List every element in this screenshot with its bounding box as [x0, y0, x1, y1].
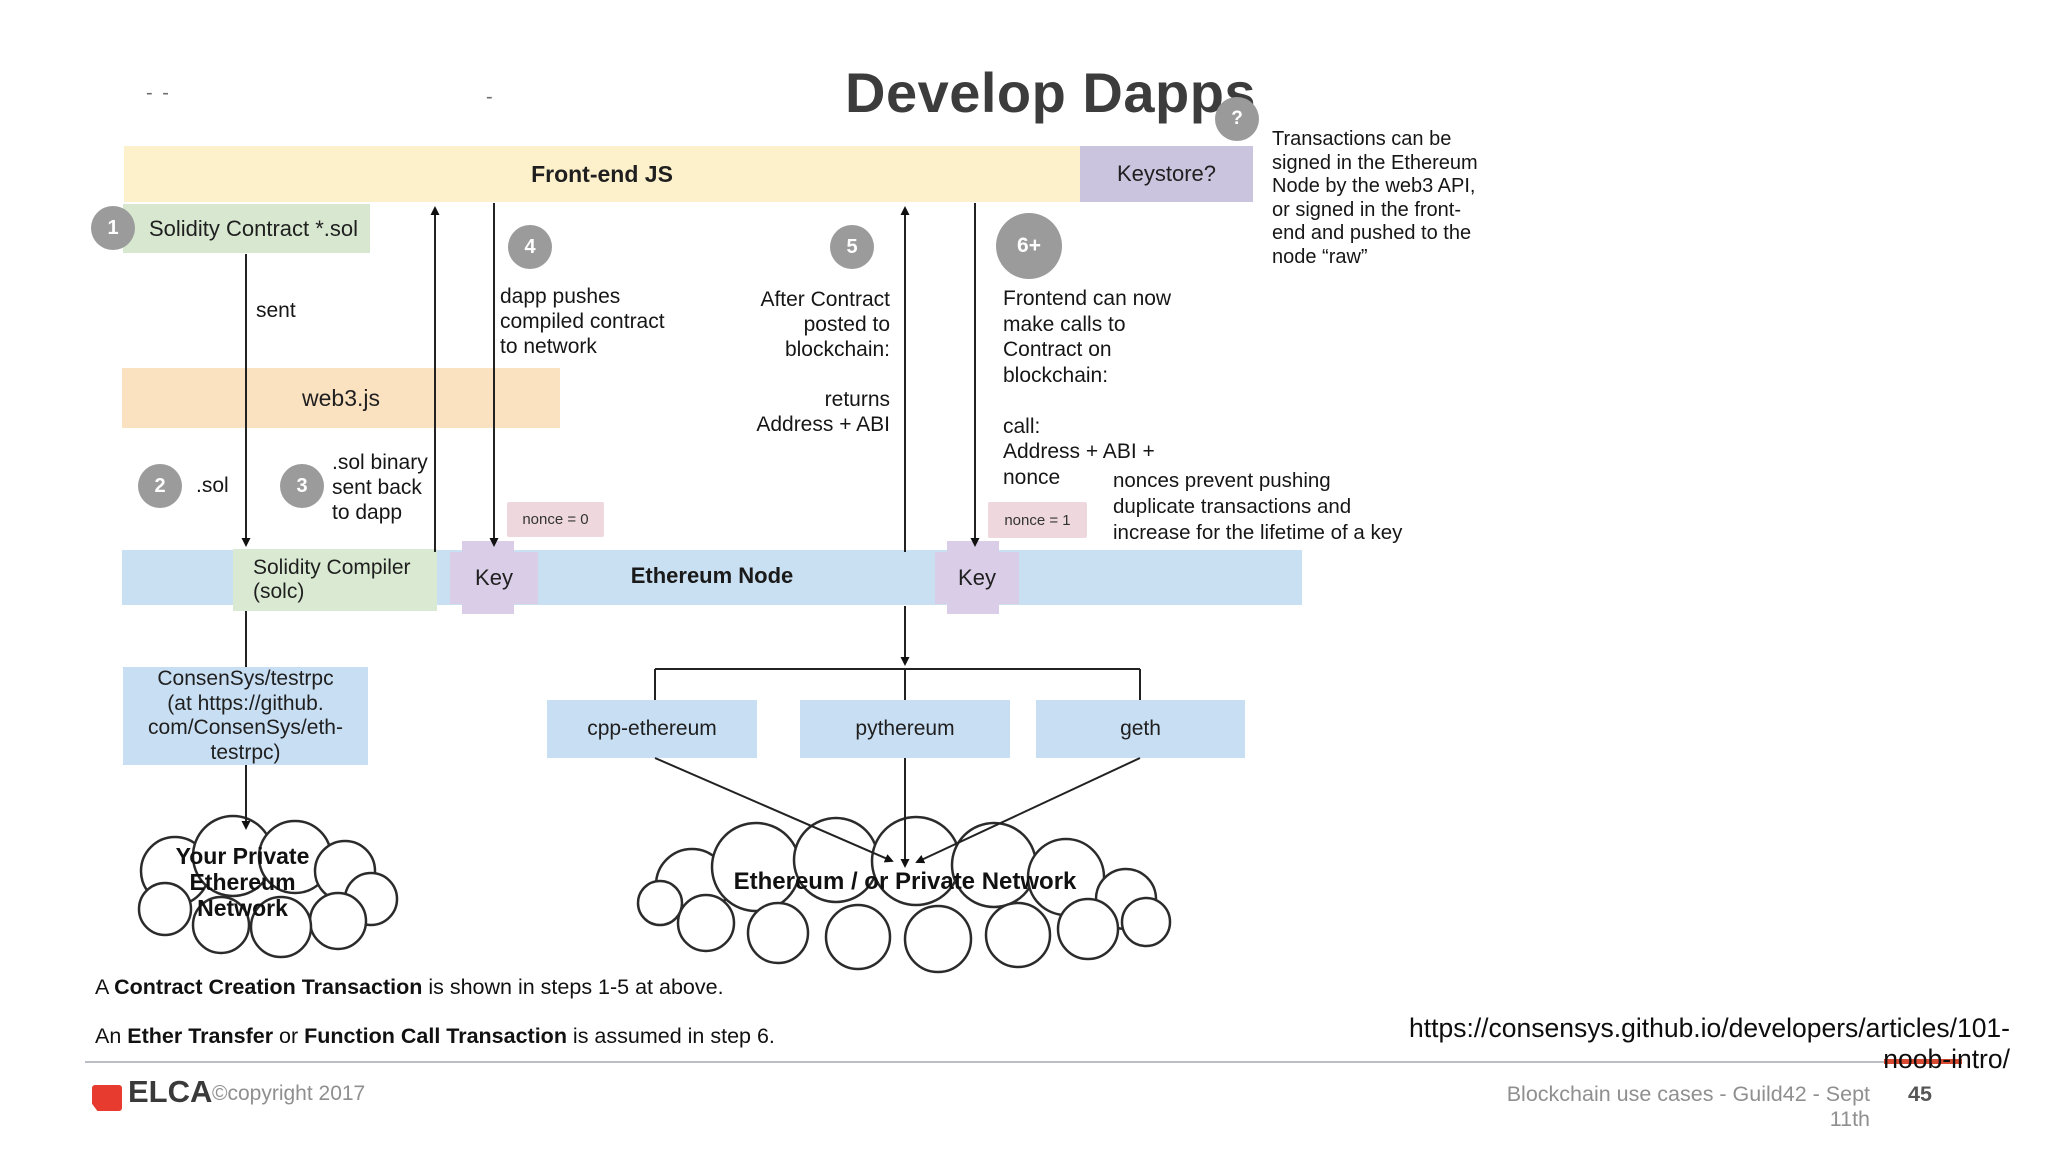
key-left-label: Key: [475, 565, 513, 590]
keystore-bar: Keystore?: [1080, 146, 1253, 202]
step-4-badge: 4: [508, 225, 552, 269]
footnote-contract-creation: A Contract Creation Transaction is shown…: [95, 975, 724, 999]
step-2-label: .sol: [196, 474, 229, 497]
step-3-badge: 3: [280, 464, 324, 508]
page-title: Develop Dapps: [845, 61, 1257, 124]
private-network-cloud-label: Your Private Ethereum Network: [175, 843, 310, 921]
arrow-geth-to-network: [915, 757, 1141, 864]
center-cloud: [636, 815, 1172, 974]
geth-label: geth: [1120, 717, 1161, 740]
copyright-text: ©copyright 2017: [212, 1082, 366, 1105]
sent-label: sent: [256, 299, 296, 322]
ethereum-network-cloud-label: Ethereum / or Private Network: [733, 868, 1077, 895]
stray-mark-mid: -: [486, 86, 495, 108]
pythereum-box: pythereum: [800, 700, 1010, 758]
footnote-ether-transfer: An Ether Transfer or Function Call Trans…: [95, 1024, 775, 1048]
ethereum-node-label: Ethereum Node: [630, 563, 794, 588]
step-1-badge: 1: [91, 206, 135, 250]
solidity-compiler-box: Solidity Compiler (solc): [233, 549, 437, 611]
footer-divider-accent: [1884, 1059, 1962, 1064]
consensys-testrpc-label: ConsenSys/testrpc (at https://github. co…: [148, 667, 343, 764]
step-4-label: dapp pushes compiled contract to network: [500, 285, 665, 358]
pythereum-label: pythereum: [855, 717, 955, 740]
note-transactions: Transactions can be signed in the Ethere…: [1272, 128, 1478, 268]
frontend-js-bar: Front-end JS: [124, 146, 1080, 202]
step-3-label: .sol binary sent back to dapp: [332, 451, 428, 524]
step-5-label: After Contract posted to blockchain: ret…: [756, 288, 890, 436]
stray-marks-left: - -: [146, 82, 171, 104]
geth-box: geth: [1036, 700, 1245, 758]
elca-logo-text: ELCA: [128, 1074, 213, 1109]
arrow-cpp-to-network: [654, 757, 894, 863]
web3js-label: web3.js: [302, 384, 380, 411]
step-5-badge: 5: [830, 225, 874, 269]
key-patch-right-wide: [935, 552, 1019, 604]
deck-title-text: Blockchain use cases - Guild42 - Sept 11…: [1506, 1082, 1870, 1131]
left-cloud: [137, 814, 399, 959]
web3js-bar: web3.js: [122, 368, 560, 428]
nonce-0-label: nonce = 0: [507, 502, 604, 537]
step-6-badge: 6+: [996, 213, 1062, 279]
nonce-note: nonces prevent pushing duplicate transac…: [1113, 469, 1403, 544]
solidity-contract-label: Solidity Contract *.sol: [148, 215, 359, 241]
cpp-ethereum-box: cpp-ethereum: [547, 700, 757, 758]
solidity-contract-box: Solidity Contract *.sol: [123, 204, 370, 253]
keystore-label: Keystore?: [1116, 161, 1217, 186]
step-6-label: Frontend can now make calls to Contract …: [1003, 287, 1172, 489]
nonce-1-label: nonce = 1: [988, 502, 1087, 538]
elca-logo-icon: [92, 1085, 122, 1111]
step-2-badge: 2: [138, 464, 182, 508]
page-number: 45: [1908, 1082, 1932, 1106]
key-right-label: Key: [958, 565, 996, 590]
question-icon: ?: [1215, 97, 1259, 141]
key-patch-left-wide: [450, 552, 538, 604]
source-url-link[interactable]: https://consensys.github.io/developers/a…: [1409, 1013, 2010, 1074]
frontend-js-label: Front-end JS: [531, 160, 673, 187]
solidity-compiler-label: Solidity Compiler (solc): [253, 556, 411, 603]
consensys-testrpc-box: ConsenSys/testrpc (at https://github. co…: [123, 667, 368, 765]
footer-divider: [85, 1061, 1962, 1063]
cpp-ethereum-label: cpp-ethereum: [587, 717, 717, 740]
